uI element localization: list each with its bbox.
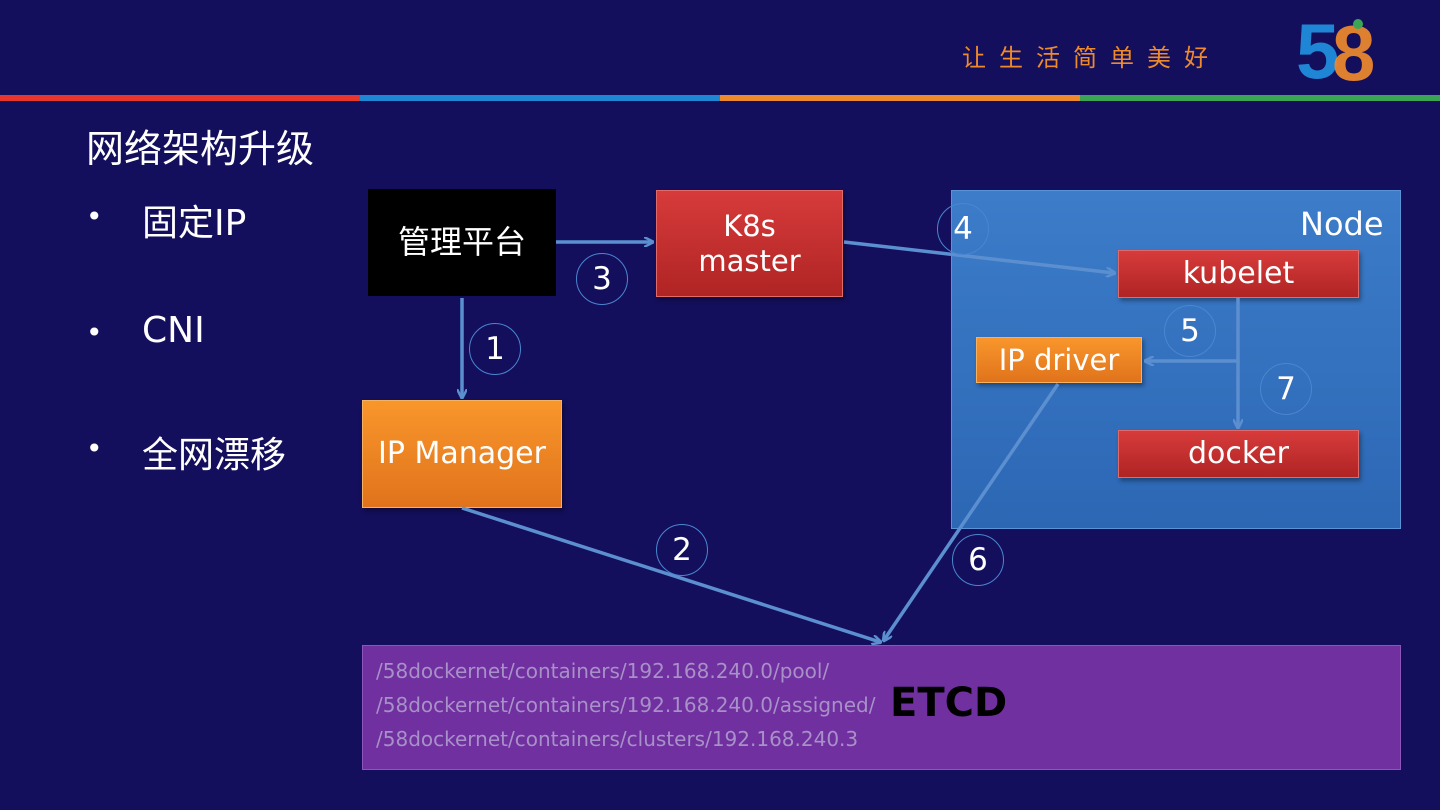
stripe-blue (360, 95, 720, 101)
bullet-dot: • (86, 200, 103, 233)
step-badge-5: 5 (1164, 305, 1216, 357)
bullet-dot: • (86, 432, 103, 465)
bullet-dot: • (86, 316, 103, 349)
arrow-k8s-to-kubelet (843, 240, 1114, 273)
etcd-path-assigned: /58dockernet/containers/192.168.240.0/as… (376, 693, 876, 717)
etcd-paths: /58dockernet/containers/192.168.240.0/po… (376, 654, 875, 756)
bullet-text: 全网漂移 (142, 435, 287, 476)
ip-manager-box: IP Manager (362, 400, 562, 508)
bullet-item: • 固定IP (86, 194, 286, 310)
bullet-list: • 固定IP • CNI • 全网漂移 (86, 194, 286, 542)
logo-digit-5: 5 (1296, 14, 1339, 86)
bullet-item: • 全网漂移 (86, 426, 286, 542)
step-badge-4: 4 (937, 203, 989, 255)
page-title: 网络架构升级 (86, 127, 315, 171)
ip-driver-box: IP driver (976, 337, 1142, 383)
arrow-ipdriver-to-etcd (884, 383, 1060, 640)
bullet-text: 固定IP (142, 203, 247, 244)
step-badge-7: 7 (1260, 363, 1312, 415)
kubelet-box: kubelet (1118, 250, 1359, 298)
etcd-title: ETCD (890, 680, 1008, 726)
stripe-orange (720, 95, 1080, 101)
header-color-stripe (0, 95, 1440, 101)
etcd-box (362, 645, 1401, 770)
step-badge-6: 6 (952, 534, 1004, 586)
step-badge-1: 1 (469, 323, 521, 375)
step-badge-2: 2 (656, 524, 708, 576)
bullet-text: CNI (142, 310, 205, 351)
logo-dot (1353, 19, 1363, 29)
arrow-ipmanager-to-etcd (461, 506, 880, 642)
stripe-green (1080, 95, 1440, 101)
slogan: 让生活简单美好 (962, 44, 1221, 72)
management-platform-box: 管理平台 (368, 189, 556, 296)
node-label: Node (1300, 205, 1384, 243)
etcd-path-pool: /58dockernet/containers/192.168.240.0/po… (376, 659, 830, 683)
etcd-path-clusters: /58dockernet/containers/clusters/192.168… (376, 727, 859, 751)
stripe-red (0, 95, 360, 101)
docker-box: docker (1118, 430, 1359, 478)
58-logo: 5 8 (1296, 14, 1375, 86)
bullet-item: • CNI (86, 310, 286, 426)
step-badge-3: 3 (576, 253, 628, 305)
k8s-master-box: K8s master (656, 190, 843, 297)
